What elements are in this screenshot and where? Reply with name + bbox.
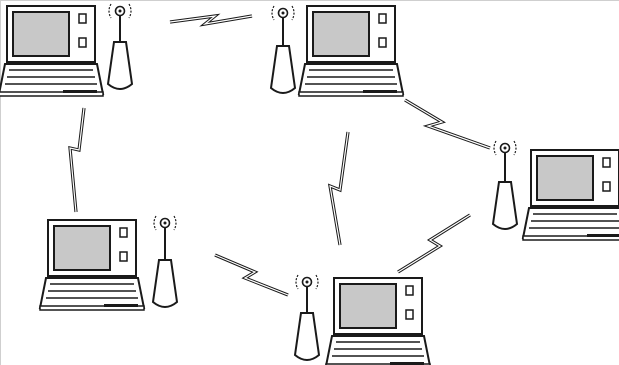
- node-bottom-center-laptop-icon: [326, 278, 430, 365]
- node-bottom-center-antenna-icon: [295, 275, 319, 360]
- node-right-antenna-icon: [493, 141, 517, 229]
- wireless-link-bolt: [215, 255, 288, 295]
- node-top-left-laptop-icon: [0, 6, 103, 96]
- wireless-link-bolt: [405, 100, 490, 148]
- node-bottom-left-antenna-icon: [153, 216, 177, 307]
- node-top-center-antenna-icon: [271, 6, 295, 93]
- node-right-laptop-icon: [523, 150, 619, 240]
- node-top-left-antenna-icon: [108, 4, 132, 89]
- node-top-center-laptop-icon: [299, 6, 403, 96]
- node-bottom-left-laptop-icon: [40, 220, 144, 310]
- wireless-link-bolt: [398, 215, 470, 272]
- wireless-link-bolt: [170, 16, 252, 24]
- wireless-link-bolt: [70, 108, 84, 212]
- wireless-link-bolt: [330, 132, 348, 245]
